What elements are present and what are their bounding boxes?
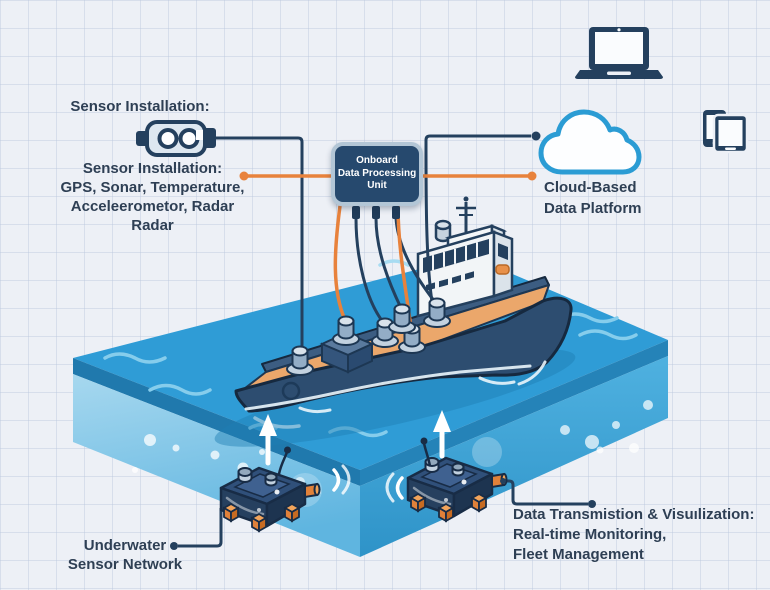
antenna: [422, 442, 432, 467]
surface-waves: [103, 259, 638, 438]
bridge-superstructure: [416, 196, 514, 318]
ship-hull: [234, 296, 573, 413]
mast-light: [463, 196, 469, 202]
up-arrow-icon: [259, 414, 277, 466]
onboard-processing-unit: Onboard Data Processing Unit: [331, 142, 423, 206]
underwater-sensor1-connector: [178, 508, 223, 548]
odpu-line: Unit: [367, 180, 387, 192]
odpu-line: Onboard: [356, 155, 398, 167]
cloud-platform-line: Cloud-Based: [544, 179, 637, 196]
underwater-network-line: Underwater: [83, 537, 167, 554]
sensor-device-icon: [136, 120, 216, 157]
up-arrow-icon: [433, 410, 451, 459]
smartphone-tablet-icon: [703, 110, 749, 154]
underwater-network-line: Sensor Network: [67, 556, 183, 573]
antenna: [277, 451, 289, 475]
odpu-line: Data Processing: [337, 167, 417, 179]
bridge-side: [492, 230, 514, 298]
window-mullions: [432, 242, 478, 271]
underwater-bubbles-right: [472, 400, 653, 467]
underwater-sensor-2: [406, 437, 508, 523]
sonar-waves-icon: [332, 464, 404, 503]
sensor-details-line: GPS, Sonar, Temperature,: [60, 179, 245, 196]
underwater-sensor-1: [219, 446, 321, 533]
sensor-installation-heading: Sensor Installation:: [70, 98, 210, 115]
underwater-network-label: Underwater Sensor Network: [50, 536, 200, 574]
processing-unit-pins: [352, 206, 400, 219]
ship-to-cloud-connector: [424, 134, 531, 303]
sensor-to-ship-connector: [216, 136, 304, 350]
data-transmission-line: Data Transmistion & Visuılization:: [513, 506, 755, 523]
antenna-tip: [284, 446, 291, 454]
water-edge-band-left: [73, 358, 360, 486]
hull-emblem: [281, 381, 301, 401]
waterline-foam: [244, 360, 547, 414]
underwater-sensor2-connector: [503, 479, 588, 506]
sensor-details-line: Sensor Installation:: [82, 160, 223, 177]
data-transmission-line: Fleet Management: [513, 546, 644, 563]
life-raft: [495, 264, 510, 275]
antenna-tip: [420, 437, 428, 445]
cloud-icon: [538, 109, 642, 175]
funnel-top: [434, 219, 452, 231]
sensor-details-line: Radar: [131, 217, 174, 234]
data-transmission-line: Real-time Monitoring,: [513, 526, 667, 543]
data-transmission-label: Data Transmistion & Visuılization: Real-…: [513, 505, 765, 565]
laptop-icon: [575, 27, 663, 79]
sensor-details-line: Acceleerometor, Radar: [70, 198, 235, 215]
water-edge-band-right: [360, 340, 668, 486]
connector-endpoints: [170, 131, 596, 550]
cloud-platform-line: Data Platform: [544, 200, 642, 217]
connectors: [178, 134, 588, 548]
cloud-platform-label: Cloud-Based Data Platform: [544, 177, 684, 219]
sensor-details-label: Sensor Installation: GPS, Sonar, Tempera…: [40, 159, 265, 235]
cargo-ship-illustration: [214, 196, 576, 447]
side-window: [498, 243, 508, 260]
